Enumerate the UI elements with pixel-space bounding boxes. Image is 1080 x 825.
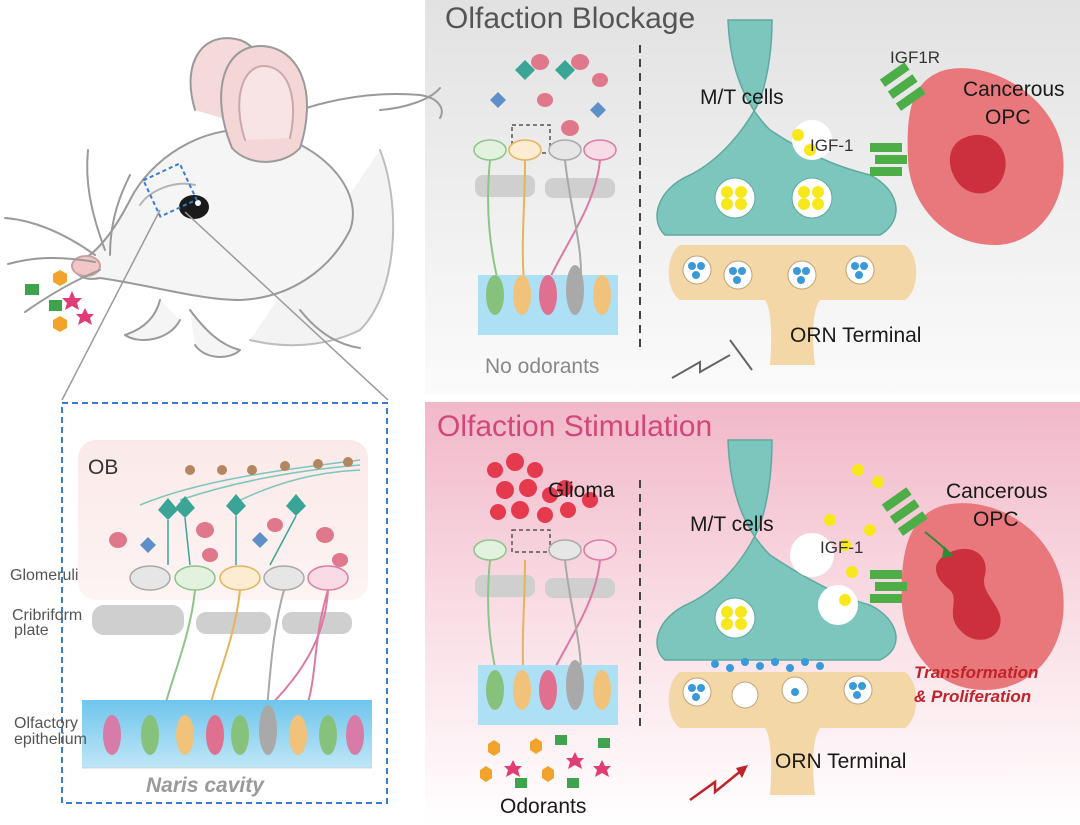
opc-label-bottom: OPC: [973, 508, 1019, 531]
odorants-label: Odorants: [500, 795, 587, 818]
cancerous-opc-bottom: [901, 503, 1064, 690]
mouse-illustration: [4, 37, 443, 358]
blockage-signal-symbol: [671, 339, 753, 379]
orn-terminal-label-bottom: ORN Terminal: [775, 750, 907, 773]
opc-label-top: OPC: [985, 106, 1031, 129]
igf1r-receptors-top: [870, 62, 926, 176]
olfactory-label: Olfactory: [14, 715, 79, 732]
odorant-molecules-nose: [25, 270, 94, 332]
blockage-title: Olfaction Blockage: [445, 2, 696, 35]
proliferation-label: & Proliferation: [914, 687, 1032, 706]
igf1-label-bottom: IGF-1: [820, 538, 864, 557]
glioma-label: Glioma: [548, 479, 615, 502]
mt-cell-bottom: [656, 439, 897, 661]
mt-cells-label-top: M/T cells: [700, 86, 784, 109]
orn-terminal-top: [668, 245, 917, 365]
cribriform-label: Cribriform: [12, 607, 83, 624]
transformation-label: Transformation: [914, 663, 1039, 682]
odorant-molecules-panel: [480, 735, 611, 788]
stimulation-signal-arrow: [689, 769, 743, 802]
mouse-eye: [179, 195, 209, 219]
no-odorants-label: No odorants: [485, 355, 600, 378]
mt-cell-top: [656, 19, 897, 236]
cancerous-label-top: Cancerous: [963, 78, 1065, 101]
orn-cells-inset: [103, 705, 364, 755]
stimulation-title: Olfaction Stimulation: [437, 410, 713, 443]
cancerous-opc-top: [907, 68, 1064, 245]
cancerous-label-bottom: Cancerous: [946, 480, 1048, 503]
zoom-region-marker: [142, 162, 198, 218]
orn-terminal-bottom: [668, 658, 917, 795]
circuit-mini-top: [473, 54, 618, 335]
naris-cavity-label: Naris cavity: [146, 774, 264, 797]
igf1-released-dots: [824, 464, 884, 578]
circuit-mini-bottom: [473, 453, 618, 725]
glomeruli-label: Glomeruli: [10, 567, 79, 584]
orn-terminal-label-top: ORN Terminal: [790, 324, 922, 347]
igf1-label-top: IGF-1: [810, 136, 854, 155]
ob-label: OB: [88, 456, 119, 479]
igf1r-label: IGF1R: [890, 48, 941, 67]
igf1r-receptors-bottom: [870, 487, 928, 603]
plate-label: plate: [14, 622, 49, 639]
epithelium-label: epithelium: [14, 731, 87, 748]
mt-cells-label-bottom: M/T cells: [690, 513, 774, 536]
